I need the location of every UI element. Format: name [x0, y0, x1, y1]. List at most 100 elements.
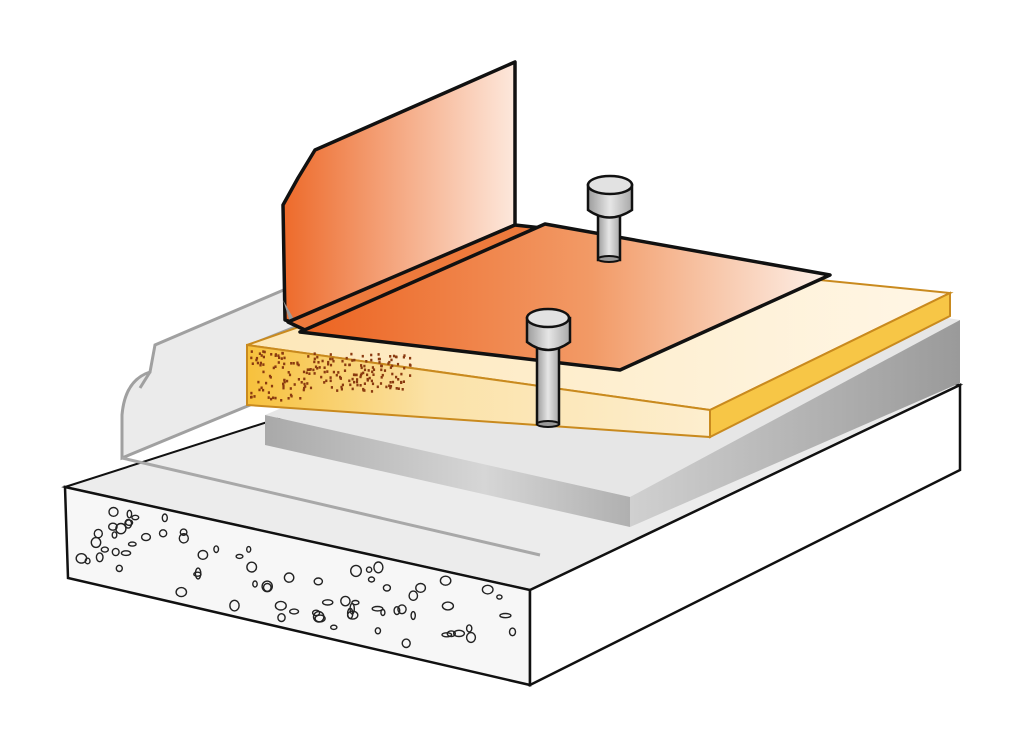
board-chip: [293, 383, 296, 386]
board-chip: [363, 364, 366, 368]
board-chip: [388, 360, 391, 364]
board-chip: [297, 378, 300, 381]
pebble: [350, 564, 363, 578]
pebble: [401, 638, 411, 649]
pebble: [235, 553, 244, 560]
board-chip: [359, 384, 362, 387]
board-chip: [316, 367, 319, 370]
pebble: [397, 604, 407, 615]
pebble: [452, 629, 466, 638]
board-chip: [366, 373, 369, 377]
board-chip: [297, 363, 300, 367]
board-chip: [323, 381, 326, 384]
pebble: [312, 610, 325, 623]
board-chip: [348, 363, 351, 367]
board-chip: [360, 372, 363, 376]
board-chip: [283, 380, 286, 384]
board-chip: [378, 357, 381, 361]
board-chip: [313, 357, 316, 361]
board-chip: [380, 364, 383, 368]
board-chip: [300, 381, 303, 384]
pebble: [393, 605, 401, 616]
board-chip: [377, 353, 380, 356]
board-chip-texture: [250, 350, 412, 402]
concrete-right-face: [528, 383, 962, 688]
board-chip: [360, 364, 363, 367]
board-chip: [371, 382, 375, 386]
board-chip: [250, 391, 253, 395]
insulation-right-face: [630, 320, 960, 527]
board-chip: [329, 363, 333, 367]
board-chip: [366, 377, 369, 381]
board-chip: [392, 354, 396, 358]
board-chip: [409, 356, 412, 360]
board-chip: [303, 377, 306, 381]
pebble: [175, 586, 188, 598]
board-chip: [281, 366, 284, 369]
pebble: [108, 506, 119, 518]
pebble: [131, 514, 140, 521]
pebble: [365, 566, 373, 574]
pebble: [75, 553, 88, 564]
pebble: [93, 528, 104, 539]
pebble: [313, 577, 324, 586]
board-chip: [389, 386, 392, 390]
pebble: [367, 576, 376, 583]
board-chip: [359, 373, 363, 377]
pebble: [126, 509, 133, 519]
pebble: [115, 564, 124, 573]
board-chip: [286, 379, 289, 383]
board-chip: [331, 357, 334, 361]
upturn-fold-line: [138, 371, 152, 389]
board-chip: [313, 352, 316, 355]
pebble: [508, 627, 517, 637]
board-chip: [355, 380, 359, 384]
board-chip: [302, 388, 305, 392]
board-chip: [409, 374, 412, 377]
board-chip: [265, 381, 268, 385]
pebble: [349, 602, 356, 615]
board-chip: [339, 375, 342, 379]
board-chip: [340, 385, 343, 389]
board-chip: [349, 383, 352, 387]
board-chip: [370, 379, 373, 383]
board-chip: [362, 371, 365, 375]
board-chip: [318, 366, 321, 369]
board-chip: [317, 361, 320, 364]
board-chip: [262, 350, 265, 353]
board-chip: [391, 364, 394, 368]
board-chip: [303, 386, 306, 390]
board-chip: [389, 366, 392, 369]
pebble: [120, 550, 132, 557]
board-chip: [372, 373, 375, 376]
pebble: [329, 624, 338, 631]
board-chip: [303, 382, 306, 386]
pebble: [100, 546, 110, 553]
board-chip: [288, 373, 292, 377]
insulation-front-face: [265, 415, 630, 527]
board-chip: [281, 351, 284, 355]
board-chip: [340, 387, 343, 391]
board-chip: [282, 384, 285, 387]
board-chip: [365, 360, 368, 363]
board-chip: [283, 362, 286, 366]
pebble: [124, 518, 133, 529]
board-chip: [391, 372, 394, 376]
board-chip: [376, 385, 379, 389]
board-chip: [402, 355, 405, 359]
board-chip: [270, 384, 274, 388]
board-chip: [329, 353, 332, 356]
board-chip: [277, 354, 280, 357]
board-chip: [383, 369, 387, 372]
board-chip: [389, 355, 392, 358]
board-chip: [250, 356, 253, 360]
board-chip: [329, 376, 332, 379]
board-chip: [320, 375, 323, 379]
board-chip: [337, 371, 340, 374]
board-chip: [350, 352, 353, 356]
fastener-bolt-front: [525, 307, 572, 428]
pebble: [261, 580, 274, 593]
board-chip: [283, 378, 286, 382]
board-chip: [395, 387, 398, 390]
pebble: [439, 575, 452, 586]
